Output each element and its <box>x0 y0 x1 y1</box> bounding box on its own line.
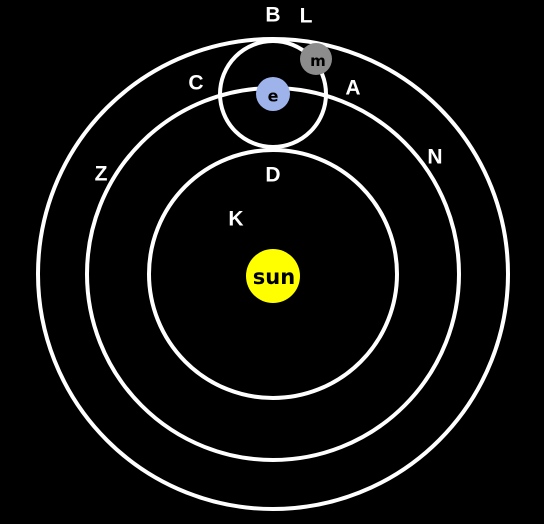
label-a: A <box>345 77 360 100</box>
inner-orbit-ring <box>147 148 399 400</box>
earth-label: e <box>268 87 279 106</box>
label-c: C <box>188 72 203 95</box>
label-z: Z <box>95 163 108 186</box>
label-l: L <box>300 5 313 28</box>
moon-orbit-ring <box>218 39 328 149</box>
moon-label: m <box>310 52 326 70</box>
sun-body <box>246 249 300 303</box>
moon-body <box>300 43 332 75</box>
label-n: N <box>427 146 442 169</box>
sun-label: sun <box>253 265 295 289</box>
label-k: K <box>228 208 243 231</box>
label-d: D <box>265 164 280 187</box>
label-b: B <box>265 4 280 27</box>
earth-body <box>256 77 290 111</box>
